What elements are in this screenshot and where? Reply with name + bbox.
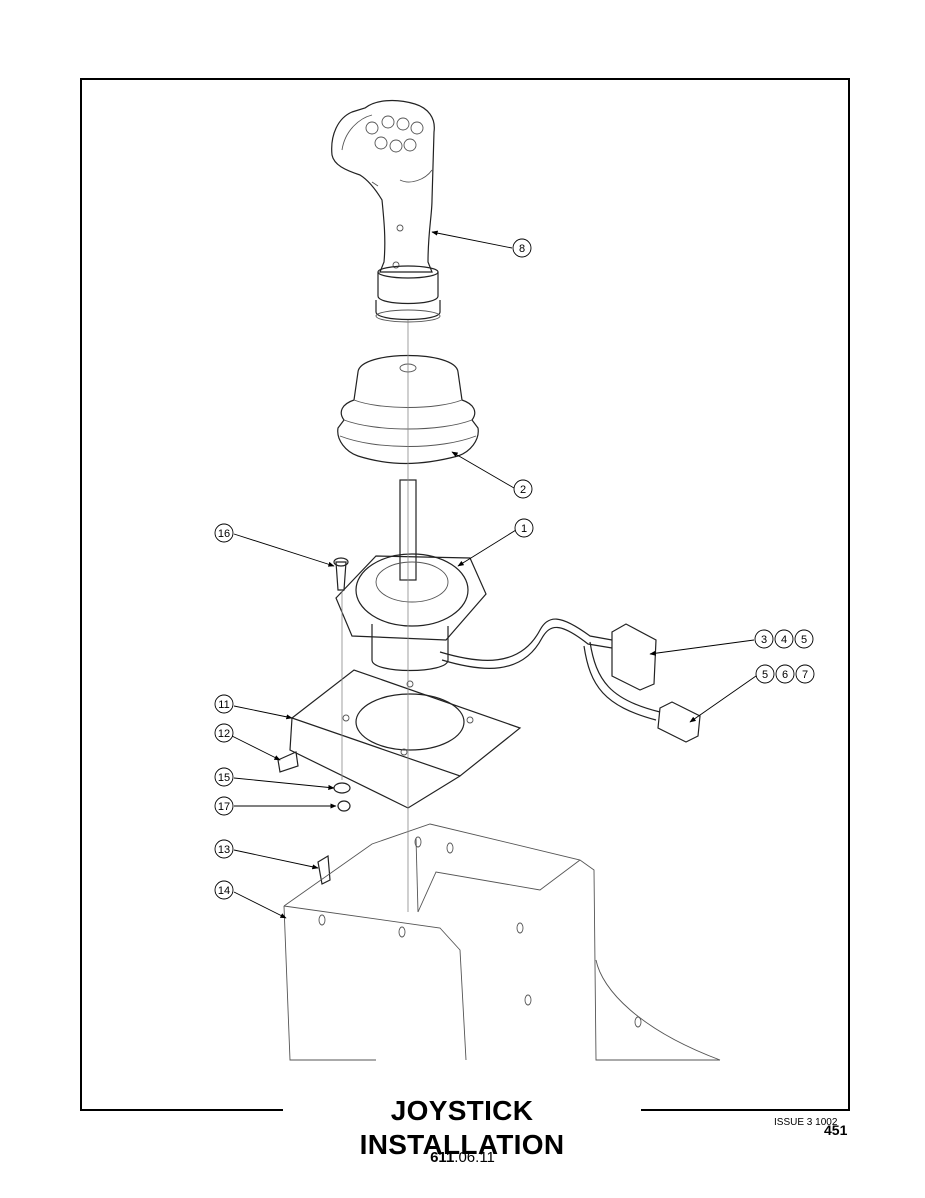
mounting-bracket <box>289 669 522 809</box>
document-reference-rest: .06.11 <box>454 1149 495 1166</box>
callout-11: 11 <box>214 694 234 714</box>
title-rule-right <box>641 1109 850 1111</box>
callout-6-label: 6 <box>782 669 788 681</box>
callout-15: 15 <box>214 767 234 787</box>
callout-13-label: 13 <box>218 844 230 856</box>
wiring-harness <box>439 618 701 743</box>
drawing-frame <box>80 78 850 1110</box>
callout-14: 14 <box>214 880 234 900</box>
joystick-base <box>335 479 487 672</box>
callout-12: 12 <box>214 723 234 743</box>
callout-3: 3 <box>754 629 774 649</box>
chassis-support <box>283 823 721 1061</box>
callout-5-b: 5 <box>755 664 775 684</box>
page-number: 451 <box>824 1122 848 1138</box>
callout-12-label: 12 <box>218 728 230 740</box>
callout-14-label: 14 <box>218 885 230 897</box>
callout-1-label: 1 <box>521 523 527 535</box>
document-reference: 611.06.11 <box>0 1149 925 1166</box>
callout-16: 16 <box>214 523 234 543</box>
callout-17: 17 <box>214 796 234 816</box>
callout-5-a-label: 5 <box>801 634 807 646</box>
callout-4: 4 <box>774 629 794 649</box>
callout-6: 6 <box>775 664 795 684</box>
leader-lines <box>231 230 757 919</box>
callout-4-label: 4 <box>781 634 787 646</box>
callout-8-label: 8 <box>519 243 525 255</box>
callout-2: 2 <box>513 479 533 499</box>
callout-3-label: 3 <box>761 634 767 646</box>
document-reference-bold: 611 <box>430 1149 455 1166</box>
callout-15-label: 15 <box>218 772 230 784</box>
title-rule-left <box>80 1109 283 1111</box>
callout-17-label: 17 <box>218 801 230 813</box>
joystick-handle <box>331 99 441 323</box>
page-title: JOYSTICK INSTALLATION <box>359 1095 565 1160</box>
callout-16-label: 16 <box>218 528 230 540</box>
callout-13: 13 <box>214 839 234 859</box>
issue-label: ISSUE 3 1002 <box>774 1117 838 1128</box>
callout-2-label: 2 <box>520 484 526 496</box>
callout-7: 7 <box>795 664 815 684</box>
callout-8: 8 <box>512 238 532 258</box>
callout-5-a: 5 <box>794 629 814 649</box>
callout-11-label: 11 <box>218 699 229 711</box>
callout-5-b-label: 5 <box>762 669 768 681</box>
callout-7-label: 7 <box>802 669 808 681</box>
callout-1: 1 <box>514 518 534 538</box>
